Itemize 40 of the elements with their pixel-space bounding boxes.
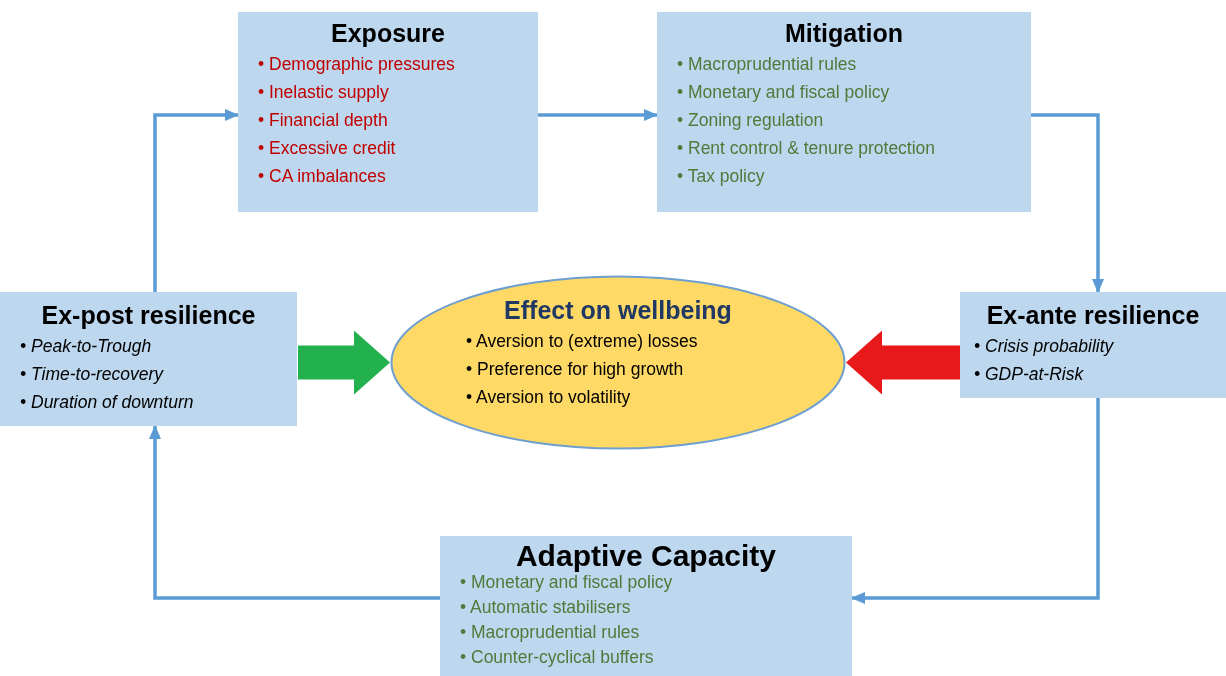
list-item: • Aversion to (extreme) losses [466, 330, 699, 353]
process-box [0, 292, 297, 426]
list-item: • Excessive credit [258, 137, 397, 160]
list-item: • Automatic stabilisers [460, 596, 632, 619]
list-item: • Time-to-recovery [20, 363, 165, 386]
list-item: • Macroprudential rules [460, 621, 641, 644]
block-arrow [298, 330, 390, 395]
arrow [149, 425, 440, 600]
list-item: • Rent control & tenure protection [677, 137, 937, 160]
list-item: • CA imbalances [258, 165, 387, 188]
list-item: • GDP-at-Risk [974, 363, 1085, 386]
arrow [153, 109, 239, 292]
list-item: • Demographic pressures [258, 53, 456, 76]
arrow [851, 398, 1100, 604]
list-item: • Zoning regulation [677, 109, 825, 132]
list-item: • Crisis probability [974, 335, 1115, 358]
process-box [960, 292, 1226, 398]
node-title: Ex-post resilience [40, 300, 257, 330]
process-box [657, 12, 1031, 212]
process-box [440, 536, 852, 676]
list-item: • Monetary and fiscal policy [677, 81, 891, 104]
arrow [1031, 113, 1104, 293]
list-item: • Macroprudential rules [677, 53, 858, 76]
list-item: • Inelastic supply [258, 81, 390, 104]
list-item: • Counter-cyclical buffers [460, 646, 655, 669]
list-item: • Duration of downturn [20, 391, 195, 414]
list-item: • Aversion to volatility [466, 386, 632, 409]
node-title: Adaptive Capacity [514, 540, 778, 572]
node-title: Ex-ante resilience [985, 300, 1201, 330]
node-title: Exposure [330, 18, 446, 48]
process-box [238, 12, 538, 212]
list-item: • Peak-to-Trough [20, 335, 153, 358]
list-item: • Monetary and fiscal policy [460, 572, 674, 594]
list-item: • Financial depth [258, 109, 389, 132]
list-item: • Tax policy [677, 165, 766, 188]
node-title: Mitigation [784, 18, 904, 48]
node-title: Effect on wellbeing [503, 295, 733, 325]
arrow [538, 109, 658, 121]
block-arrow [846, 330, 960, 395]
list-item: • Preference for high growth [466, 358, 685, 381]
